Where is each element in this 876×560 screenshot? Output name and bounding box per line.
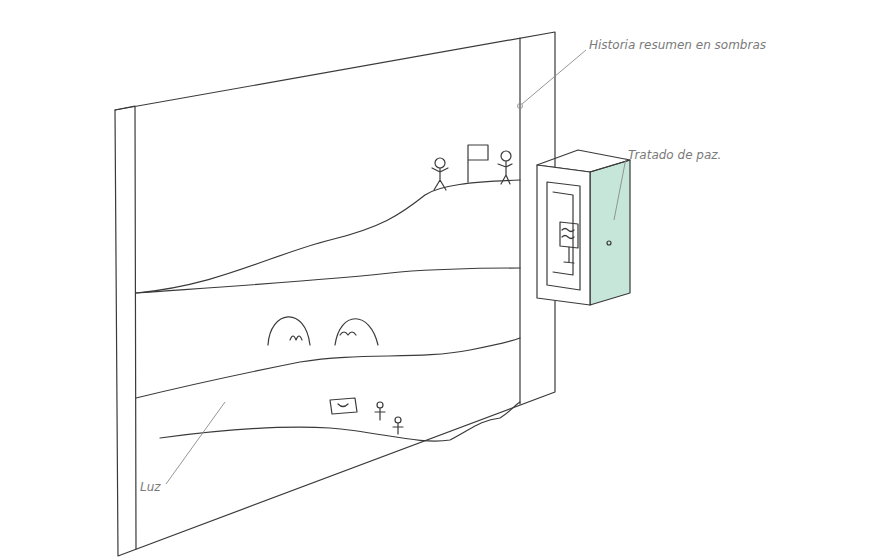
leader-line xyxy=(614,158,626,220)
leader-dot xyxy=(518,104,523,109)
callout-label: Tratado de paz. xyxy=(628,148,721,162)
case-front xyxy=(537,165,590,305)
panel-edge xyxy=(115,106,136,549)
shrub-sketch xyxy=(290,332,356,340)
stick-figure xyxy=(501,151,511,161)
stick-figure xyxy=(393,423,403,434)
panel-outline xyxy=(115,32,555,556)
callout-label: Historia resumen en sombras xyxy=(589,38,766,52)
stick-figure xyxy=(498,161,512,184)
hill-line xyxy=(136,338,520,398)
panel-strip xyxy=(519,38,520,404)
case-inner xyxy=(553,192,573,275)
case-side xyxy=(590,160,630,305)
treaty-paper xyxy=(560,222,578,248)
leader-line xyxy=(166,402,225,484)
stick-figure xyxy=(375,408,385,420)
case-window xyxy=(547,182,580,290)
stick-figure xyxy=(435,158,445,168)
vehicle-sketch xyxy=(330,398,357,414)
flag-symbol xyxy=(468,145,488,182)
hill-line xyxy=(136,180,520,293)
stick-figure xyxy=(432,168,448,190)
case-knob xyxy=(607,241,611,245)
hill-line xyxy=(160,402,520,441)
callout-label: Luz xyxy=(140,480,161,494)
treaty-writing xyxy=(562,229,574,239)
leader-line xyxy=(522,50,586,104)
tent-shape xyxy=(268,317,310,345)
tent-shape xyxy=(335,319,378,345)
stick-figure xyxy=(395,417,401,423)
hill-line xyxy=(136,268,520,293)
treaty-stand xyxy=(564,247,574,263)
stick-figure xyxy=(377,402,383,408)
